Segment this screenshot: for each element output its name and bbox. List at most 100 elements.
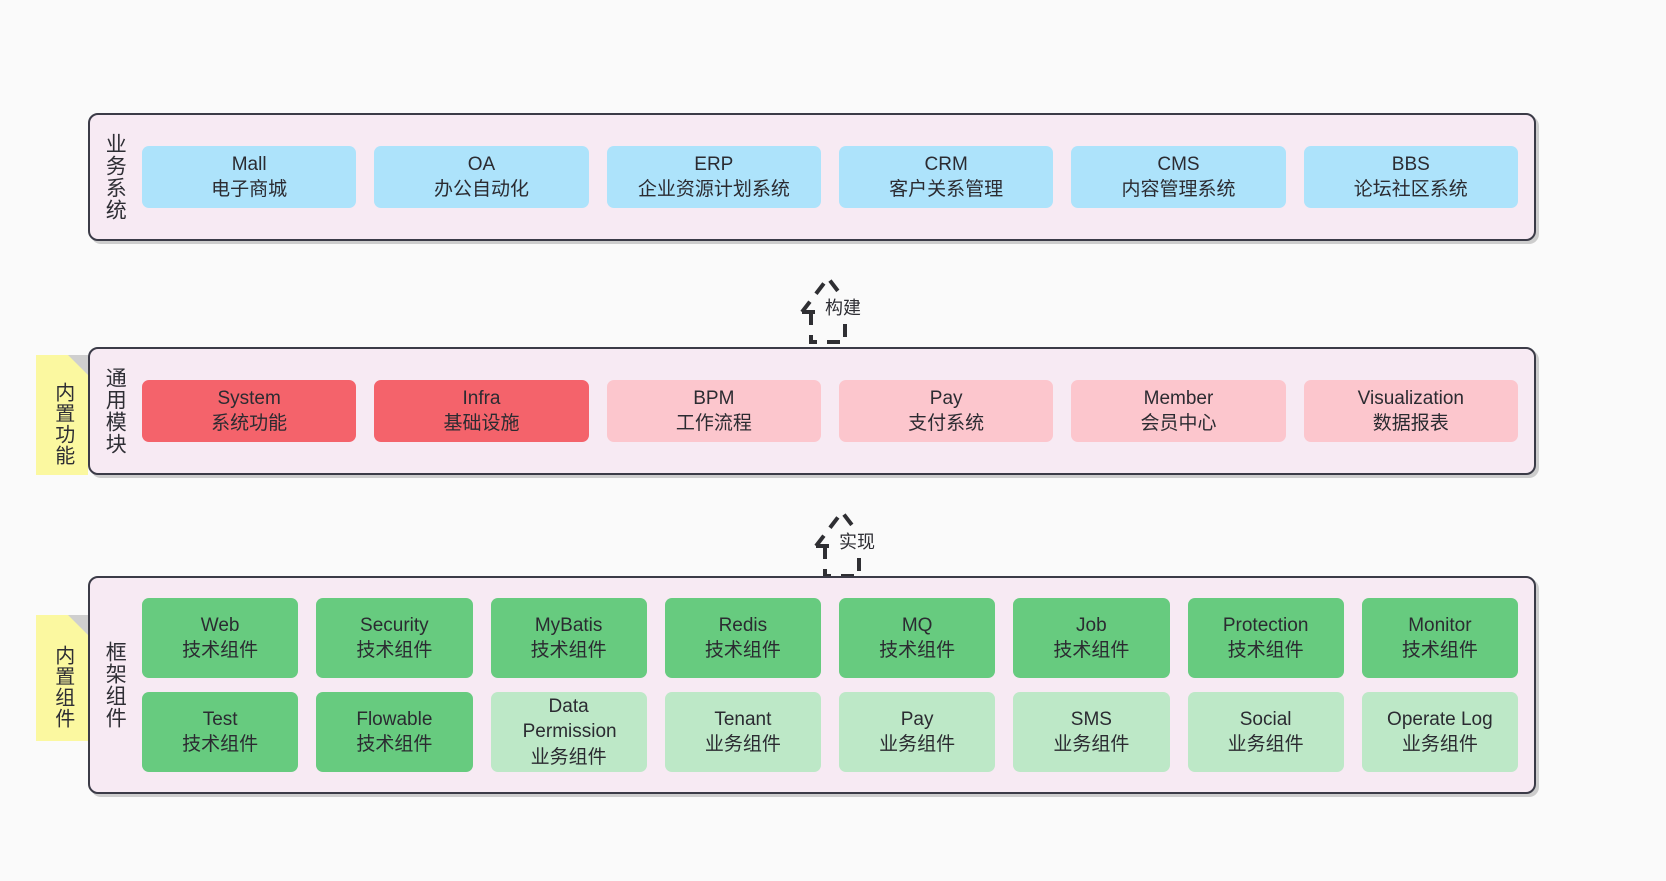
module-card-bbs[interactable]: BBS 论坛社区系统	[1303, 145, 1518, 209]
module-card-erp[interactable]: ERP 企业资源计划系统	[606, 145, 821, 209]
layer-common-modules: 通用模块 System 系统功能 Infra 基础设施 BPM 工作流程 Pay…	[88, 347, 1536, 475]
row: Mall 电子商城 OA 办公自动化 ERP 企业资源计划系统 CRM 客户关系…	[142, 145, 1518, 209]
component-card-protection[interactable]: Protection 技术组件	[1187, 598, 1344, 678]
module-name: Member	[1143, 387, 1214, 409]
module-name: Visualization	[1357, 387, 1464, 409]
component-name: Tenant	[714, 708, 772, 730]
sticky-note-text: 内置组件	[51, 645, 74, 729]
component-name: Job	[1076, 614, 1107, 636]
component-subtitle: 业务组件	[704, 734, 781, 755]
module-name: CMS	[1157, 153, 1200, 175]
module-subtitle: 工作流程	[675, 413, 752, 434]
module-name: BPM	[693, 387, 735, 409]
module-card-cms[interactable]: CMS 内容管理系统	[1071, 145, 1286, 209]
sticky-note-builtin-function: 内置功能	[36, 355, 88, 475]
component-subtitle: 技术组件	[1227, 640, 1304, 661]
module-subtitle: 电子商城	[211, 179, 288, 200]
module-name: CRM	[924, 153, 968, 175]
component-name: Test	[202, 708, 238, 730]
component-name: Flowable	[356, 708, 433, 730]
module-subtitle: 数据报表	[1372, 413, 1449, 434]
component-card-data-permission[interactable]: Data Permission 业务组件	[490, 692, 647, 772]
component-name: Monitor	[1408, 614, 1472, 636]
layer-business-systems: 业务系统 Mall 电子商城 OA 办公自动化 ERP 企业资源计划系统 CRM…	[88, 113, 1536, 241]
layer-body-common-modules: System 系统功能 Infra 基础设施 BPM 工作流程 Pay 支付系统…	[138, 349, 1534, 473]
layer-framework-components: 框架组件 Web 技术组件 Security 技术组件 MyBatis 技术组件…	[88, 576, 1536, 794]
component-name: Redis	[718, 614, 768, 636]
component-subtitle: 业务组件	[1227, 734, 1304, 755]
component-subtitle: 技术组件	[356, 640, 433, 661]
component-subtitle: 技术组件	[182, 640, 259, 661]
module-name: BBS	[1391, 153, 1430, 175]
component-subtitle: 技术组件	[704, 640, 781, 661]
component-subtitle: 技术组件	[356, 734, 433, 755]
layer-title-business-systems: 业务系统	[103, 133, 127, 221]
component-name: SMS	[1070, 708, 1112, 730]
module-card-pay[interactable]: Pay 支付系统	[838, 379, 1054, 443]
module-subtitle: 客户关系管理	[889, 179, 1004, 200]
module-name: Infra	[462, 387, 501, 409]
component-name: Web	[200, 614, 240, 636]
component-subtitle: 业务组件	[879, 734, 956, 755]
component-card-sms[interactable]: SMS 业务组件	[1013, 692, 1170, 772]
component-card-flowable[interactable]: Flowable 技术组件	[316, 692, 473, 772]
component-card-operate-log[interactable]: Operate Log 业务组件	[1361, 692, 1518, 772]
component-card-tenant[interactable]: Tenant 业务组件	[664, 692, 821, 772]
component-subtitle: 业务组件	[1401, 734, 1478, 755]
component-subtitle: 技术组件	[879, 640, 956, 661]
module-subtitle: 内容管理系统	[1121, 179, 1236, 200]
component-card-pay[interactable]: Pay 业务组件	[839, 692, 996, 772]
module-card-mall[interactable]: Mall 电子商城	[142, 145, 357, 209]
component-subtitle: 技术组件	[1401, 640, 1478, 661]
component-card-security[interactable]: Security 技术组件	[316, 598, 473, 678]
component-name: Operate Log	[1387, 708, 1493, 730]
module-subtitle: 系统功能	[211, 413, 288, 434]
row: System 系统功能 Infra 基础设施 BPM 工作流程 Pay 支付系统…	[142, 379, 1518, 443]
layer-title-framework-components: 框架组件	[103, 641, 127, 729]
component-card-redis[interactable]: Redis 技术组件	[664, 598, 821, 678]
module-subtitle: 办公自动化	[433, 179, 529, 200]
module-name: ERP	[694, 153, 734, 175]
component-card-mq[interactable]: MQ 技术组件	[839, 598, 996, 678]
component-name: Social	[1239, 708, 1292, 730]
component-card-web[interactable]: Web 技术组件	[142, 598, 299, 678]
module-card-visualization[interactable]: Visualization 数据报表	[1303, 379, 1518, 443]
component-card-job[interactable]: Job 技术组件	[1013, 598, 1170, 678]
module-subtitle: 支付系统	[908, 413, 985, 434]
component-name: Protection	[1222, 614, 1309, 636]
module-name: OA	[467, 153, 496, 175]
sticky-note-text: 内置功能	[51, 382, 74, 466]
component-name: Data Permission	[522, 695, 617, 743]
generalization-arrow-implement: 实现	[772, 492, 912, 578]
module-name: System	[217, 387, 281, 409]
component-subtitle: 技术组件	[182, 734, 259, 755]
row: Test 技术组件 Flowable 技术组件 Data Permission …	[142, 692, 1518, 772]
component-name: MyBatis	[534, 614, 603, 636]
component-card-test[interactable]: Test 技术组件	[142, 692, 299, 772]
module-card-crm[interactable]: CRM 客户关系管理	[838, 145, 1054, 209]
component-name: MQ	[901, 614, 933, 636]
layer-title-common-modules: 通用模块	[103, 367, 127, 455]
generalization-arrow-build: 构建	[758, 258, 898, 344]
component-card-mybatis[interactable]: MyBatis 技术组件	[490, 598, 647, 678]
component-subtitle: 技术组件	[530, 640, 607, 661]
module-name: Mall	[231, 153, 267, 175]
component-name: Security	[360, 614, 429, 636]
module-subtitle: 论坛社区系统	[1353, 179, 1468, 200]
arrow-label-implement: 实现	[836, 528, 878, 554]
module-card-member[interactable]: Member 会员中心	[1071, 379, 1286, 443]
module-card-system[interactable]: System 系统功能	[142, 379, 357, 443]
module-name: Pay	[929, 387, 963, 409]
module-card-oa[interactable]: OA 办公自动化	[374, 145, 589, 209]
module-card-bpm[interactable]: BPM 工作流程	[606, 379, 821, 443]
module-card-infra[interactable]: Infra 基础设施	[374, 379, 589, 443]
component-card-social[interactable]: Social 业务组件	[1187, 692, 1344, 772]
component-card-monitor[interactable]: Monitor 技术组件	[1361, 598, 1518, 678]
component-name: Pay	[900, 708, 934, 730]
module-subtitle: 基础设施	[443, 413, 520, 434]
component-subtitle: 业务组件	[1053, 734, 1130, 755]
layer-body-framework-components: Web 技术组件 Security 技术组件 MyBatis 技术组件 Redi…	[138, 578, 1534, 792]
component-subtitle: 业务组件	[530, 746, 607, 768]
component-subtitle: 技术组件	[1053, 640, 1130, 661]
